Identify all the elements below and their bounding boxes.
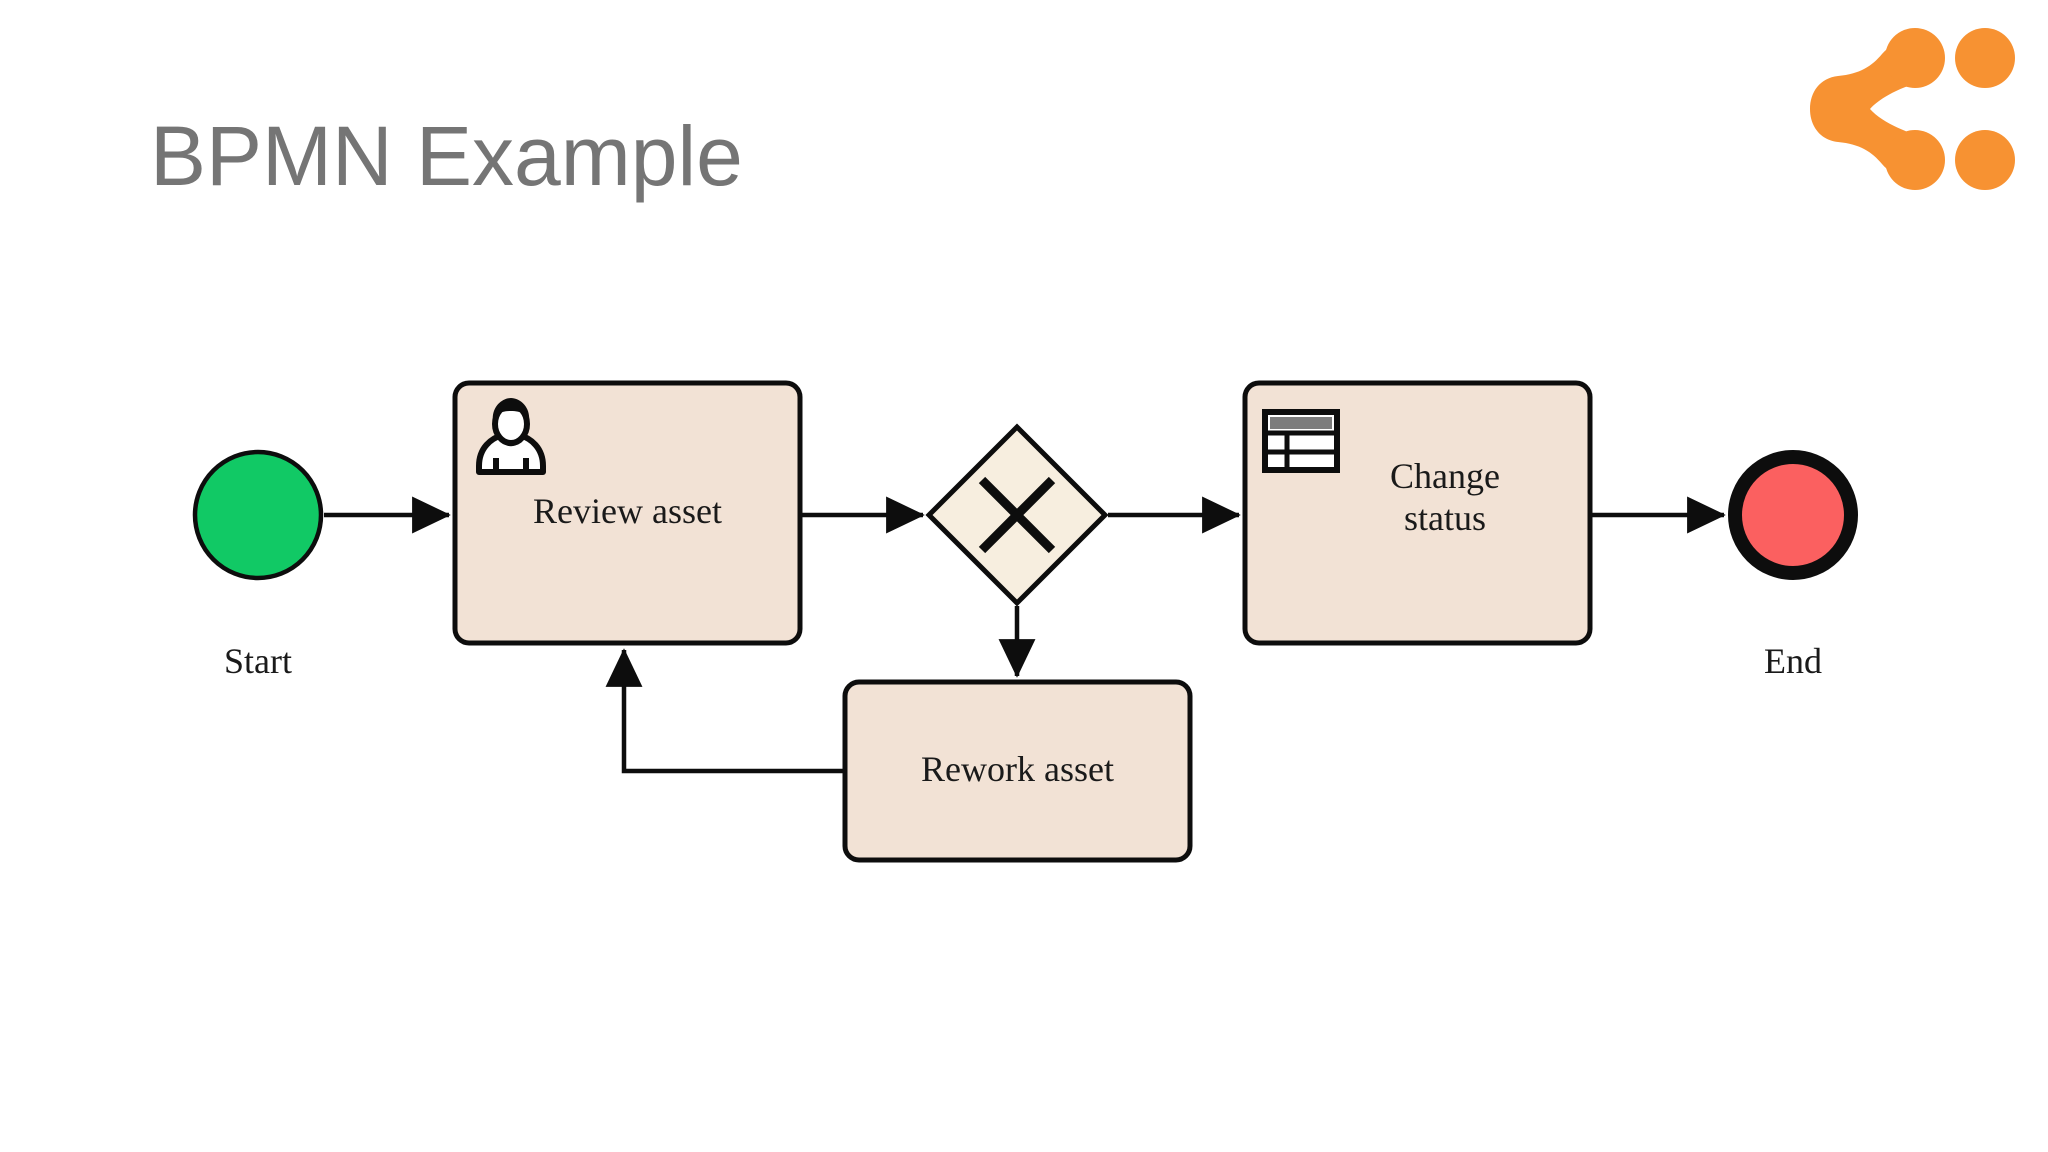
node-review-asset (452, 380, 803, 646)
node-rework-asset (842, 679, 1193, 863)
node-start-event (192, 449, 324, 581)
user-icon (476, 398, 546, 475)
label-review-asset: Review asset (533, 491, 722, 531)
label-change-status: Change status (1390, 456, 1500, 539)
node-change-status (1242, 380, 1593, 646)
label-rework-asset: Rework asset (921, 749, 1114, 789)
page-title: BPMN Example (150, 109, 743, 203)
gateway-x-icon (978, 476, 1056, 554)
orange-molecule-logo (1808, 14, 2018, 204)
flow-rework-to-review (605, 648, 845, 774)
node-exclusive-gateway (925, 423, 1109, 607)
label-end-event: End (1764, 641, 1822, 681)
label-start-event: Start (224, 641, 292, 681)
node-end-event (1728, 450, 1858, 580)
table-icon (1262, 409, 1340, 473)
